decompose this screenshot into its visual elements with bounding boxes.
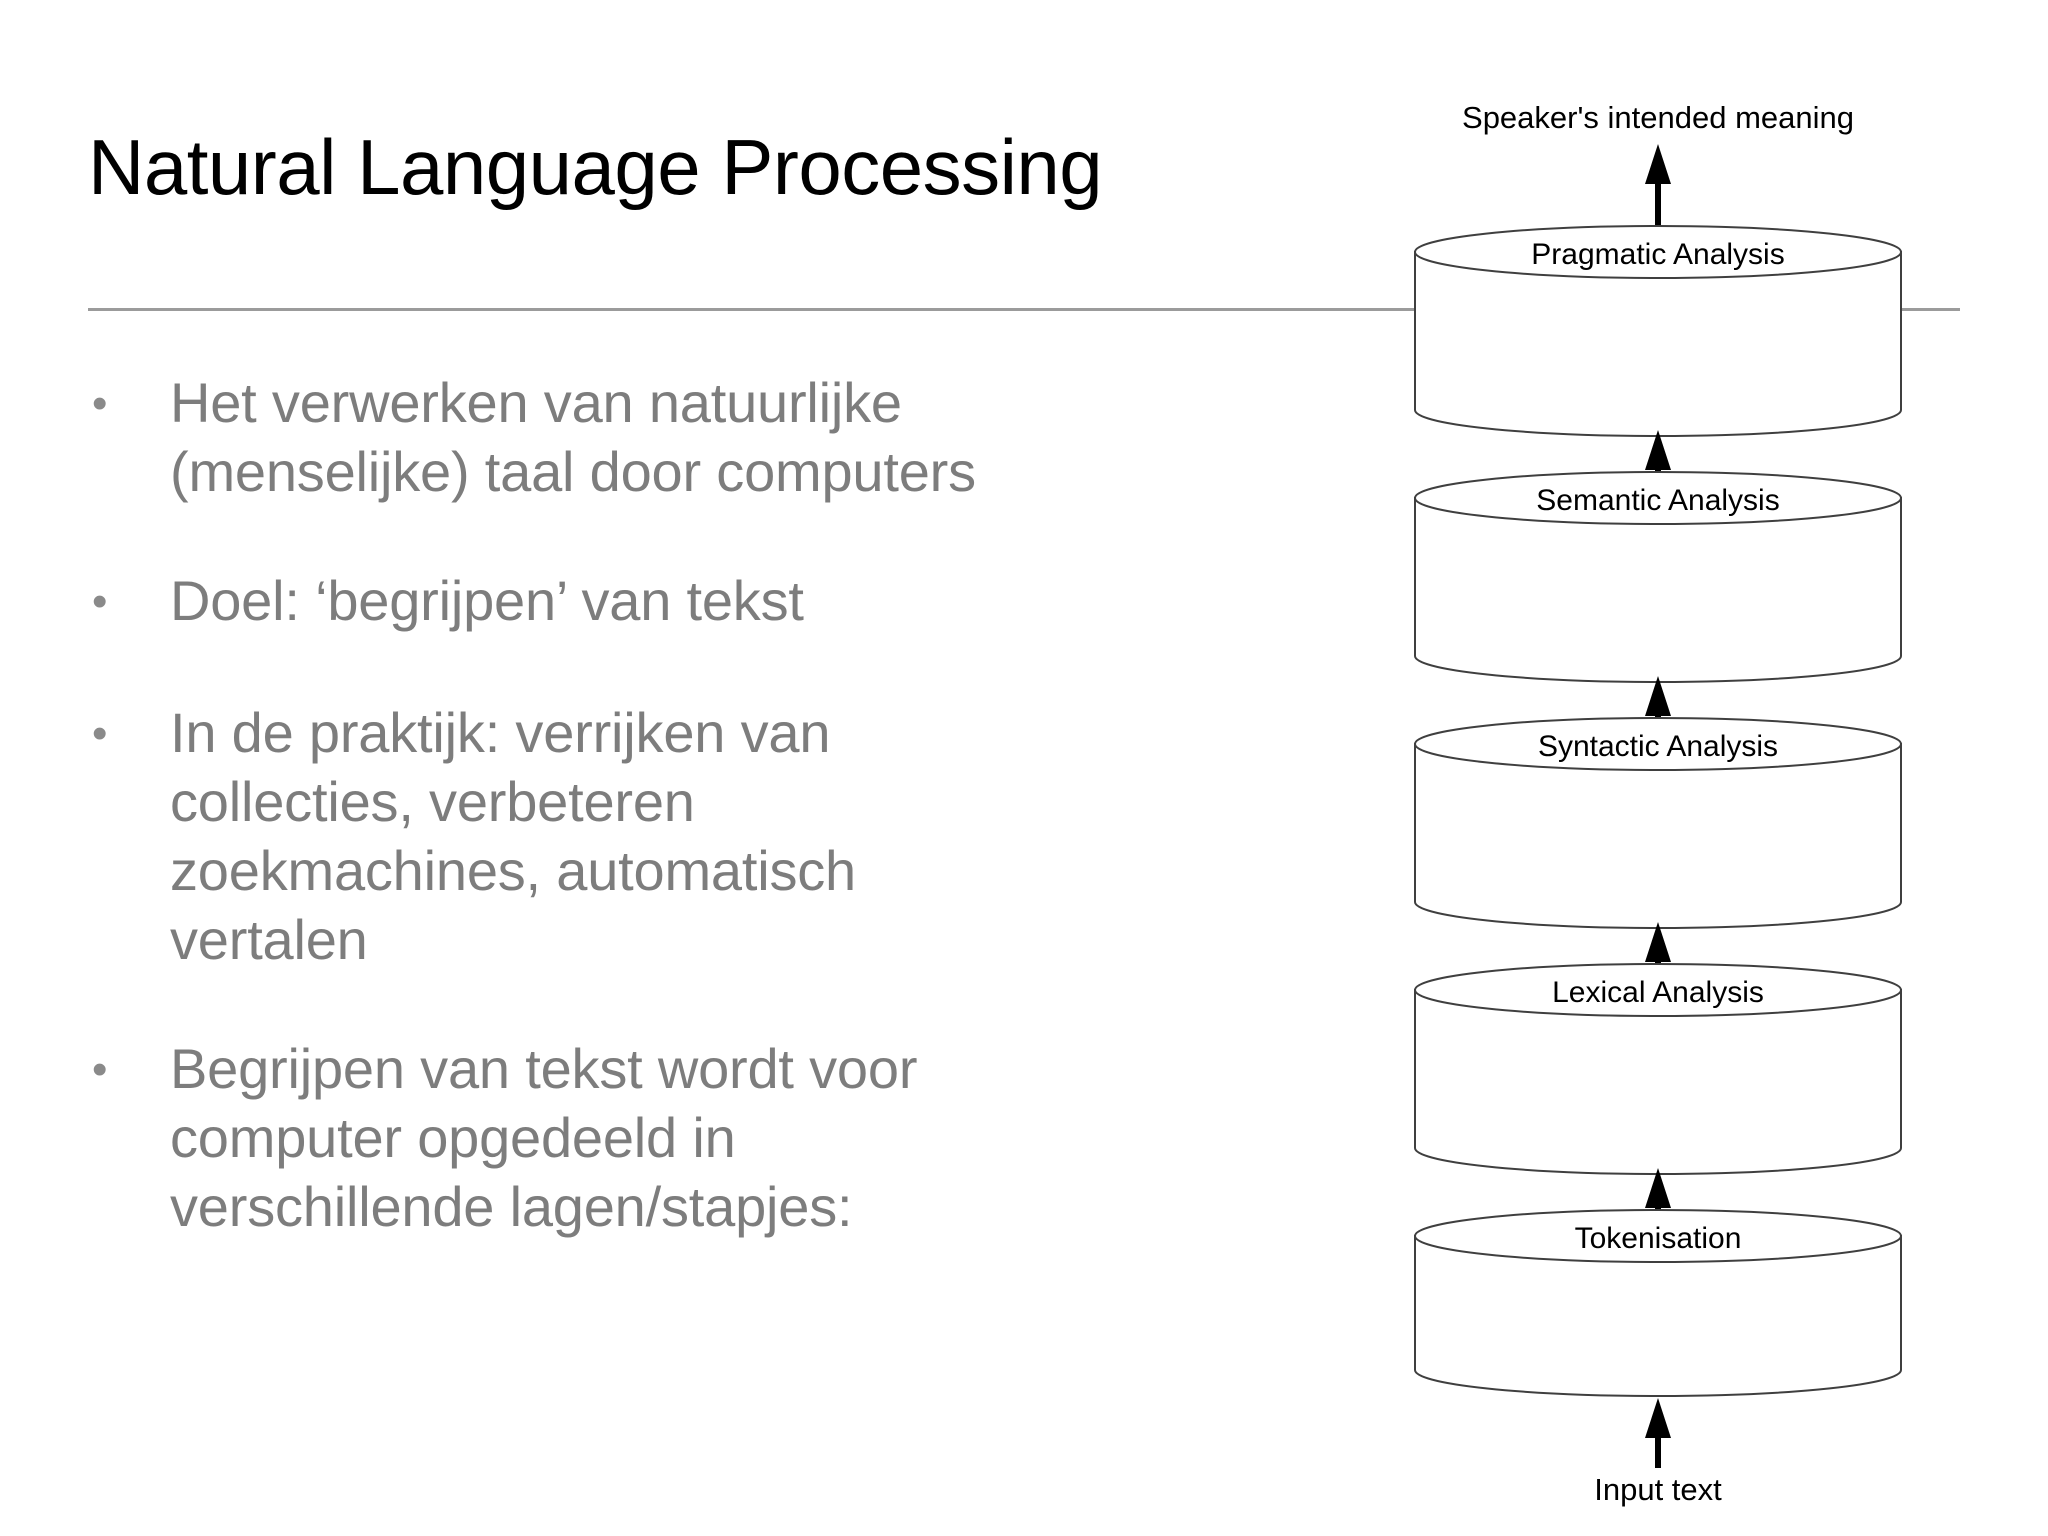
list-item: • In de praktijk: verrijken van collecti… bbox=[88, 698, 1028, 974]
stage-syntactic-analysis[interactable]: Syntactic Analysis bbox=[1414, 717, 1902, 929]
list-item-text: Het verwerken van natuurlijke (menselijk… bbox=[170, 371, 976, 503]
nlp-pipeline-diagram: Speaker's intended meaning Pragmatic Ana… bbox=[1390, 80, 1930, 1520]
list-item-text: In de praktijk: verrijken van collecties… bbox=[170, 701, 857, 971]
stage-pragmatic-analysis[interactable]: Pragmatic Analysis bbox=[1414, 225, 1902, 437]
stage-lexical-analysis[interactable]: Lexical Analysis bbox=[1414, 963, 1902, 1175]
bullet-marker-icon: • bbox=[92, 577, 108, 626]
bullet-marker-icon: • bbox=[92, 379, 108, 428]
list-item: • Doel: ‘begrijpen’ van tekst bbox=[88, 566, 1028, 638]
stage-label: Pragmatic Analysis bbox=[1531, 238, 1784, 271]
diagram-bottom-label: Input text bbox=[1594, 1472, 1722, 1507]
list-item-text: Doel: ‘begrijpen’ van tekst bbox=[170, 569, 804, 632]
stage-label: Syntactic Analysis bbox=[1538, 730, 1778, 763]
list-item: • Het verwerken van natuurlijke (menseli… bbox=[88, 368, 1028, 506]
bullet-list: • Het verwerken van natuurlijke (menseli… bbox=[88, 368, 1028, 1241]
bullet-marker-icon: • bbox=[92, 709, 108, 758]
title-divider bbox=[88, 308, 1960, 311]
diagram-top-label: Speaker's intended meaning bbox=[1462, 100, 1854, 135]
bullet-marker-icon: • bbox=[92, 1045, 108, 1094]
arrow-input-to-tokenisation bbox=[1645, 1398, 1671, 1468]
list-item: • Begrijpen van tekst wordt voor compute… bbox=[88, 1034, 1028, 1241]
stage-label: Lexical Analysis bbox=[1552, 976, 1764, 1009]
stage-label: Tokenisation bbox=[1575, 1222, 1742, 1255]
stage-label: Semantic Analysis bbox=[1536, 484, 1779, 517]
stage-semantic-analysis[interactable]: Semantic Analysis bbox=[1414, 471, 1902, 683]
list-item-text: Begrijpen van tekst wordt voor computer … bbox=[170, 1037, 918, 1238]
stage-tokenisation[interactable]: Tokenisation bbox=[1414, 1209, 1902, 1397]
page-title: Natural Language Processing bbox=[88, 123, 1103, 211]
